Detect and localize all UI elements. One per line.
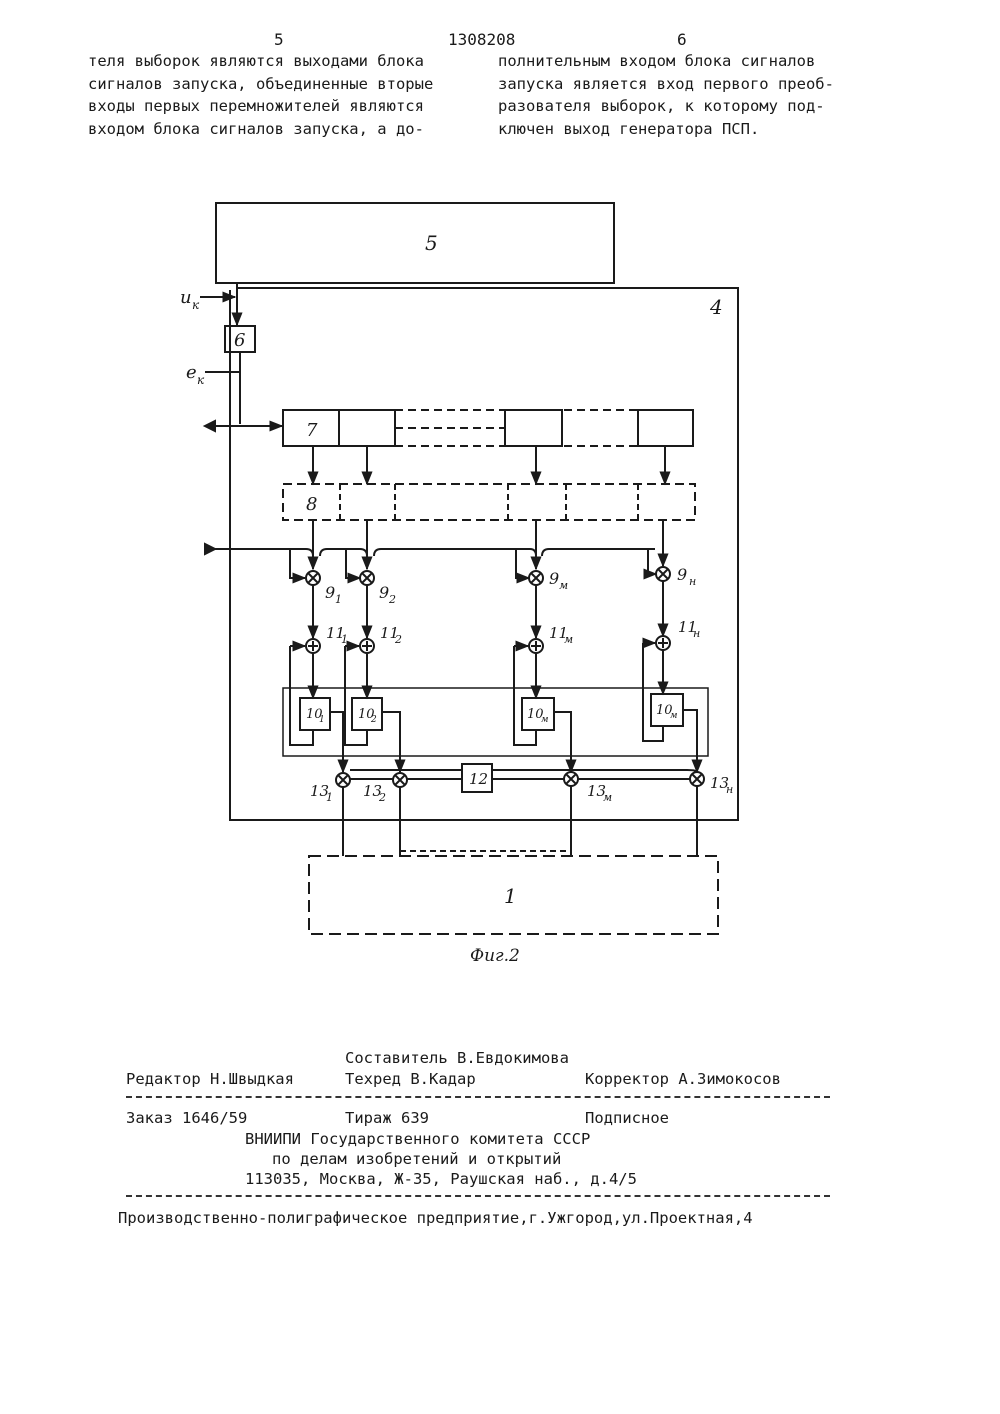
- label-uk-sub: к: [192, 298, 200, 312]
- label-7: 7: [306, 420, 318, 441]
- label-9-2-sub: 2: [388, 593, 396, 606]
- label-ek-sub: к: [197, 373, 205, 387]
- label-13-2-sub: 2: [378, 791, 386, 804]
- label-9-1: 9: [325, 583, 335, 602]
- label-5: 5: [425, 231, 438, 255]
- label-9-m: 9: [549, 569, 559, 588]
- label-uk: u: [180, 287, 192, 308]
- label-10-1-sub: 1: [319, 715, 325, 725]
- label-9-n-sub: н: [689, 575, 696, 588]
- figure-caption: Фиг.2: [470, 946, 520, 966]
- compiler: Составитель В.Евдокимова: [345, 1047, 569, 1069]
- block-7-cell: [339, 410, 395, 446]
- circulation: Тираж 639: [345, 1107, 429, 1129]
- label-13-m-sub: м: [603, 791, 612, 804]
- label-6: 6: [234, 330, 245, 351]
- label-ek: e: [186, 362, 197, 383]
- block-7-cell: [638, 410, 693, 446]
- label-11-m-sub: м: [564, 633, 573, 646]
- org-line-2: по делам изобретений и открытий: [272, 1148, 561, 1170]
- label-13-n-sub: н: [726, 783, 733, 796]
- block-7-cell: [505, 410, 562, 446]
- label-9-n: 9: [677, 565, 687, 584]
- label-11-1-sub: 1: [341, 633, 348, 646]
- label-10-m-sub: м: [541, 715, 548, 725]
- label-8: 8: [306, 494, 317, 515]
- printer: Производственно-полиграфическое предприя…: [118, 1207, 753, 1229]
- label-11-n-sub: н: [693, 627, 700, 640]
- label-1: 1: [504, 884, 517, 908]
- label-13-1-sub: 1: [326, 791, 333, 804]
- techred: Техред В.Кадар: [345, 1068, 476, 1090]
- subscription: Подписное: [585, 1107, 669, 1129]
- order: Заказ 1646/59: [126, 1107, 247, 1129]
- org-line-3: 113035, Москва, Ж-35, Раушская наб., д.4…: [245, 1168, 637, 1190]
- divider: [126, 1096, 830, 1098]
- org-line-1: ВНИИПИ Государственного комитета СССР: [245, 1128, 590, 1150]
- label-4: 4: [709, 295, 723, 319]
- label-10-n-sub: м: [670, 711, 677, 721]
- divider: [126, 1195, 830, 1197]
- block-5: [216, 203, 614, 283]
- label-9-2: 9: [379, 583, 389, 602]
- editor: Редактор Н.Швыдкая: [126, 1068, 294, 1090]
- block-diagram: 5 4 6 7 8 12 1 u к e к 9 1 9 2 9 м 9 н 1…: [0, 0, 1000, 1000]
- corrector: Корректор А.Зимокосов: [585, 1068, 781, 1090]
- block-8: [283, 484, 695, 520]
- label-9-m-sub: м: [559, 579, 568, 592]
- label-12: 12: [469, 770, 488, 788]
- label-9-1-sub: 1: [335, 593, 342, 606]
- label-11-2-sub: 2: [394, 633, 402, 646]
- label-10-2-sub: 2: [370, 715, 377, 725]
